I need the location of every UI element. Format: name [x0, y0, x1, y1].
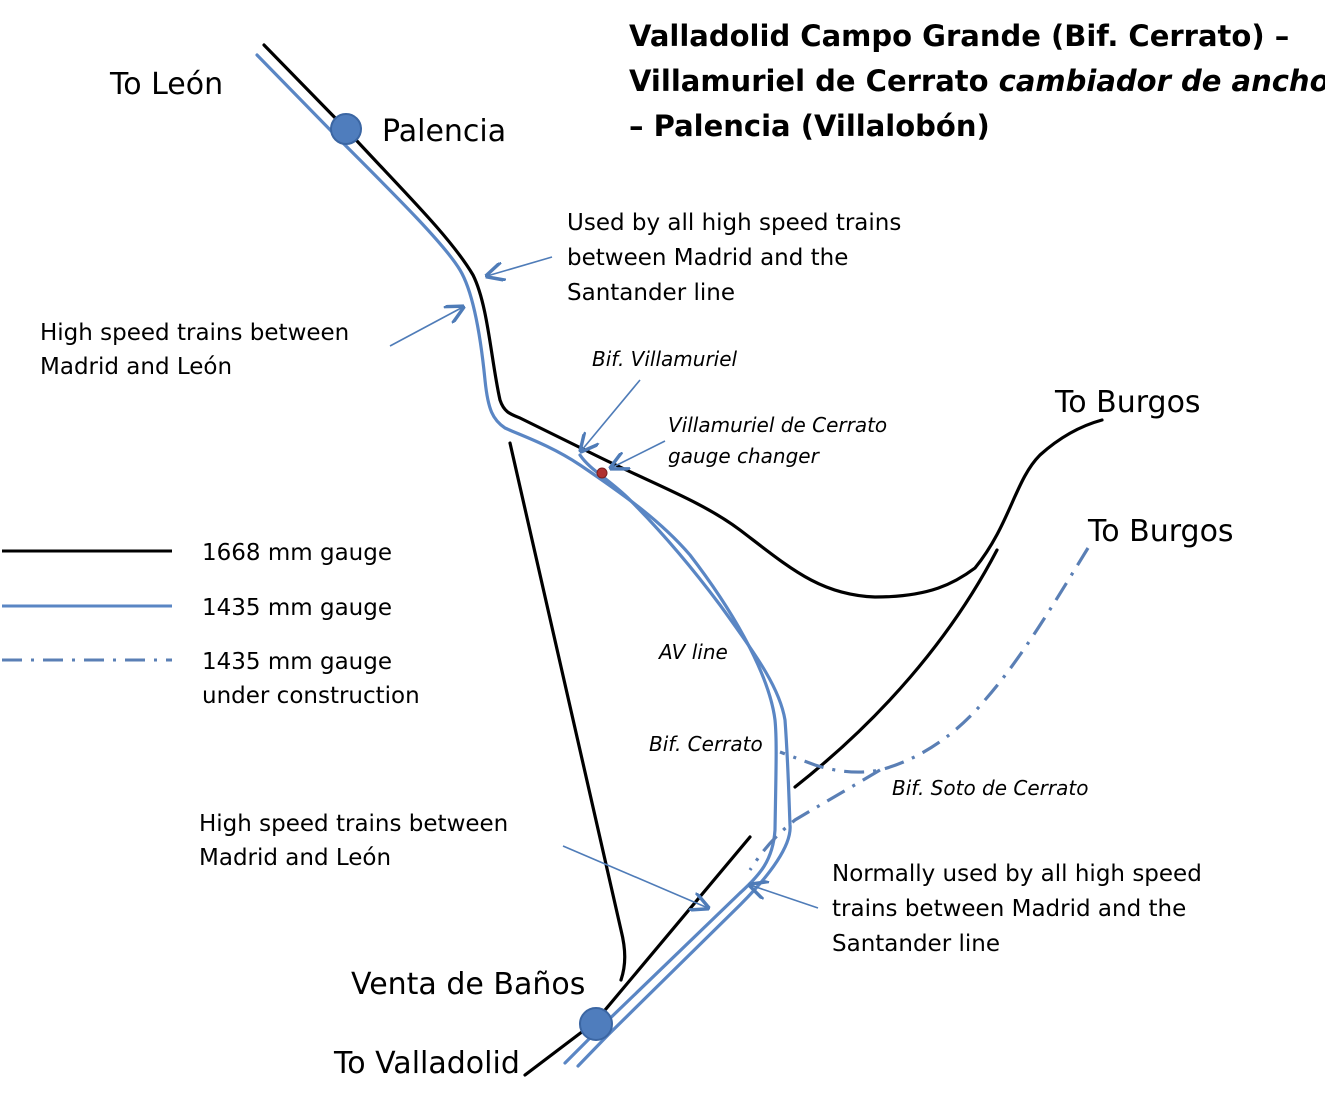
legend-iberian-label: 1668 mm gauge	[202, 540, 392, 566]
label-venta-de-banos: Venta de Baños	[351, 967, 585, 1002]
pointer-santander-bottom	[750, 885, 819, 909]
note-leon-bottom-1: High speed trains between	[199, 811, 508, 837]
label-gauge-changer-2: gauge changer	[668, 444, 821, 468]
note-santander-bottom-3: Santander line	[832, 931, 1000, 957]
note-leon-top-2: Madrid and León	[40, 354, 232, 380]
iberian-line-burgos-branch	[793, 548, 999, 789]
note-santander-bottom-1: Normally used by all high speed	[832, 861, 1202, 887]
note-leon-top-1: High speed trains between	[40, 320, 349, 346]
pointer-leon-top	[389, 307, 463, 347]
title-line-2: Villamuriel de Cerrato cambiador de anch…	[629, 64, 1325, 98]
label-gauge-changer-1: Villamuriel de Cerrato	[668, 413, 887, 437]
note-santander-top-1: Used by all high speed trains	[567, 210, 901, 236]
label-to-leon: To León	[109, 67, 223, 102]
standard-line-av-venta-valladolid	[576, 453, 792, 1068]
legend-standard-label: 1435 mm gauge	[202, 595, 392, 621]
pointer-santander-top	[487, 256, 553, 276]
title-line-1: Valladolid Campo Grande (Bif. Cerrato) –	[629, 19, 1289, 53]
venta-de-banos-station-marker	[579, 1007, 613, 1041]
label-to-burgos-2: To Burgos	[1087, 514, 1234, 549]
iberian-line-leon-palencia-villamuriel	[262, 43, 1104, 599]
construction-line-burgos-soto	[779, 547, 1090, 774]
note-santander-top-3: Santander line	[567, 280, 735, 306]
label-bif-villamuriel: Bif. Villamuriel	[592, 347, 738, 371]
title-line-2-italic: cambiador de ancho	[999, 64, 1325, 98]
label-bif-cerrato: Bif. Cerrato	[649, 732, 763, 756]
standard-line-leon-palencia-av	[255, 53, 778, 1065]
construction-line-soto-venta	[748, 768, 881, 871]
iberian-line-villamuriel-venta	[508, 441, 627, 982]
label-av-line: AV line	[657, 640, 728, 664]
pointer-gauge-changer	[611, 440, 666, 468]
iberian-line-venta-valladolid	[523, 835, 752, 1077]
pointer-leon-bottom	[562, 845, 708, 908]
label-bif-soto: Bif. Soto de Cerrato	[892, 776, 1088, 800]
note-leon-bottom-2: Madrid and León	[199, 845, 391, 871]
label-to-burgos-1: To Burgos	[1054, 385, 1201, 420]
legend-construction-label-1: 1435 mm gauge	[202, 649, 392, 675]
palencia-station-marker	[330, 113, 362, 145]
label-palencia: Palencia	[382, 114, 506, 149]
title-line-3: – Palencia (Villalobón)	[629, 109, 990, 143]
gauge-changer-marker	[596, 467, 608, 479]
label-to-valladolid: To Valladolid	[333, 1046, 520, 1081]
title-line-2-regular: Villamuriel de Cerrato	[629, 64, 999, 98]
legend-construction-label-2: under construction	[202, 683, 420, 709]
note-santander-top-2: between Madrid and the	[567, 245, 848, 271]
pointer-bif-villamuriel	[581, 379, 641, 451]
note-santander-bottom-2: trains between Madrid and the	[832, 896, 1186, 922]
